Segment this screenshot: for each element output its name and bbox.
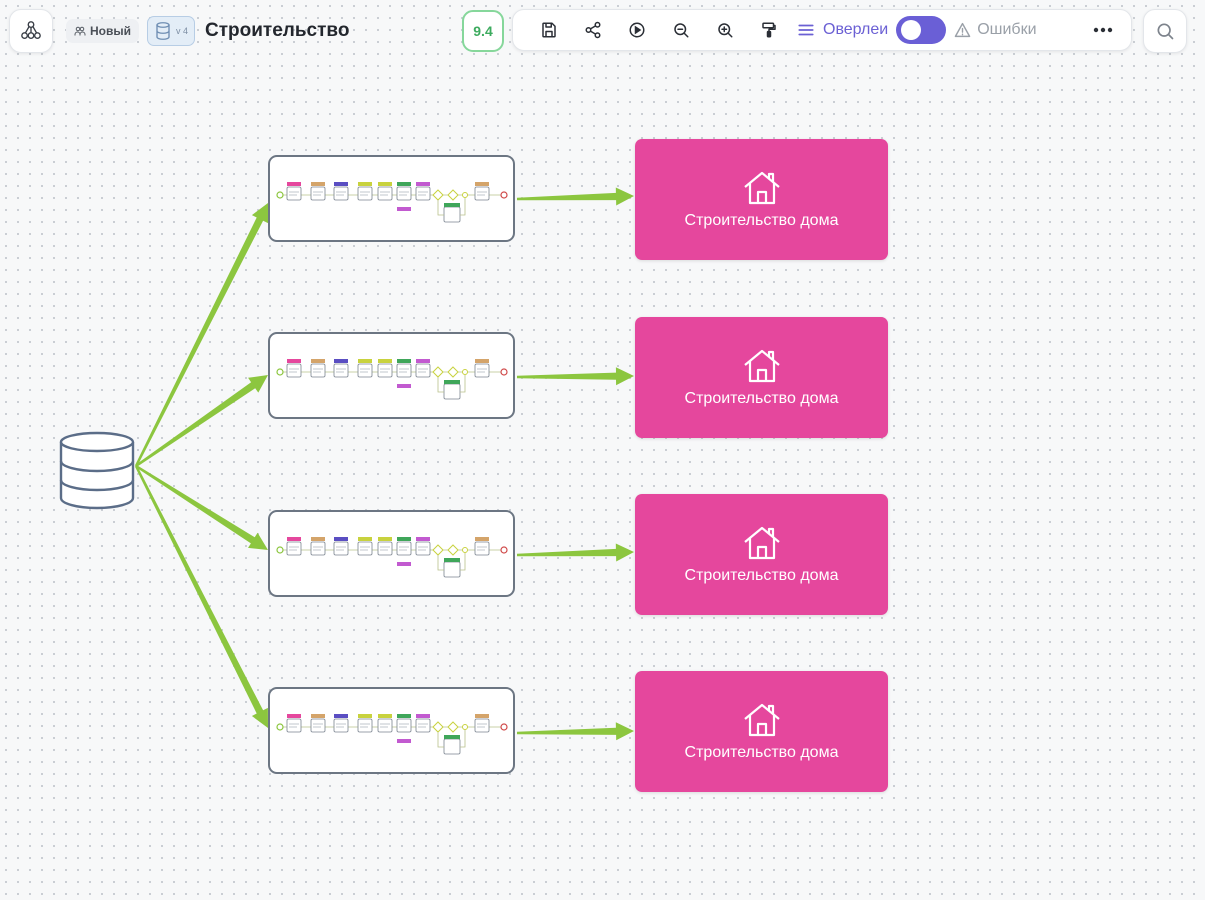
target-card-house[interactable]: Строительство дома <box>635 494 888 615</box>
menu-lines-icon <box>798 24 814 36</box>
flow-preview-card[interactable] <box>268 510 515 597</box>
target-card-label: Строительство дома <box>684 211 839 229</box>
share-button[interactable] <box>577 14 609 46</box>
flow-thumbnail <box>276 714 508 755</box>
database-version-icon <box>156 22 170 40</box>
target-card-house[interactable]: Строительство дома <box>635 671 888 792</box>
house-icon <box>743 171 780 204</box>
errors-button[interactable]: Ошибки <box>946 21 1037 39</box>
connector-arrow <box>517 722 634 741</box>
page-title: Строительство <box>205 20 350 41</box>
connector-arrow <box>135 375 268 467</box>
save-button[interactable] <box>533 14 565 46</box>
warning-icon <box>954 22 971 38</box>
more-button[interactable] <box>1087 14 1119 46</box>
play-icon <box>629 22 645 38</box>
flow-preview-card[interactable] <box>268 687 515 774</box>
search-icon <box>1157 23 1174 40</box>
app-menu-button[interactable] <box>9 9 53 53</box>
zoom-in-icon <box>718 23 733 38</box>
status-badge[interactable]: Новый <box>66 19 139 43</box>
status-badge-label: Новый <box>90 24 131 38</box>
connector-arrow <box>517 543 634 562</box>
toggle-knob <box>901 20 922 40</box>
score-badge[interactable]: 9.4 <box>462 10 504 52</box>
score-value: 9.4 <box>473 23 493 39</box>
overlay-menu[interactable]: Оверлеи <box>797 21 888 39</box>
run-button[interactable] <box>621 14 653 46</box>
zoom-in-button[interactable] <box>709 14 741 46</box>
target-card-label: Строительство дома <box>684 566 839 584</box>
connector-arrow <box>134 465 268 728</box>
main-toolbar: Оверлеи Ошибки <box>512 9 1132 51</box>
house-icon <box>743 349 780 382</box>
connector-arrow <box>135 465 268 550</box>
database-icon <box>59 431 135 510</box>
target-card-label: Строительство дома <box>684 389 839 407</box>
share-icon <box>585 21 601 39</box>
title-group: Новый v 4 Строительство <box>66 14 349 48</box>
process-graph-icon <box>21 21 41 40</box>
target-card-house[interactable]: Строительство дома <box>635 317 888 438</box>
flow-preview-card[interactable] <box>268 332 515 419</box>
target-card-house[interactable]: Строительство дома <box>635 139 888 260</box>
zoom-out-icon <box>674 23 689 38</box>
more-icon <box>1093 27 1113 33</box>
version-badge[interactable]: v 4 <box>147 16 196 46</box>
connector-arrow <box>517 367 634 386</box>
connector-arrow <box>517 187 634 206</box>
target-card-label: Строительство дома <box>684 743 839 761</box>
flow-thumbnail <box>276 537 508 578</box>
flow-preview-card[interactable] <box>268 155 515 242</box>
save-icon <box>542 22 556 38</box>
house-icon <box>743 526 780 559</box>
paint-roller-icon <box>762 22 776 38</box>
connector-arrow <box>134 203 268 467</box>
search-button[interactable] <box>1143 9 1187 53</box>
overlay-toggle[interactable] <box>896 16 947 44</box>
version-badge-label: v 4 <box>176 26 189 36</box>
house-icon <box>743 703 780 736</box>
zoom-out-button[interactable] <box>665 14 697 46</box>
format-painter-button[interactable] <box>753 14 785 46</box>
overlay-label: Оверлеи <box>823 21 889 38</box>
database-node[interactable] <box>58 430 136 510</box>
flow-thumbnail <box>276 359 508 400</box>
users-icon <box>74 26 86 36</box>
flow-thumbnail <box>276 182 508 223</box>
errors-label: Ошибки <box>977 21 1037 38</box>
